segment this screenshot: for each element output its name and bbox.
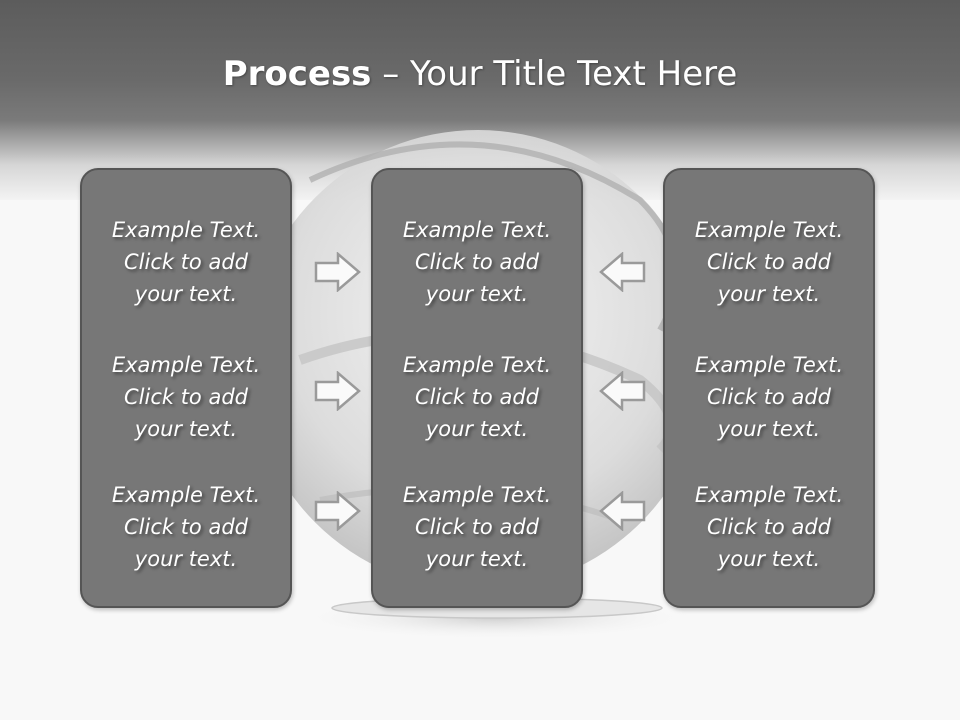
text-placeholder[interactable]: Example Text. Click to add your text.	[665, 349, 873, 445]
text-line: Click to add	[706, 515, 831, 539]
right-arrow-icon	[314, 491, 361, 531]
text-line: your text.	[717, 417, 821, 441]
text-line: Example Text.	[111, 218, 261, 242]
text-placeholder[interactable]: Example Text. Click to add your text.	[373, 479, 581, 575]
text-line: Click to add	[414, 385, 539, 409]
text-line: your text.	[134, 417, 238, 441]
text-line: Click to add	[123, 515, 248, 539]
left-arrow-icon	[599, 252, 646, 292]
text-placeholder[interactable]: Example Text. Click to add your text.	[373, 349, 581, 445]
text-line: Click to add	[123, 250, 248, 274]
text-line: your text.	[717, 282, 821, 306]
text-line: Click to add	[706, 250, 831, 274]
right-panel[interactable]: Example Text. Click to add your text. Ex…	[663, 168, 875, 608]
text-line: your text.	[134, 547, 238, 571]
right-arrow-icon	[314, 252, 361, 292]
text-line: Example Text.	[694, 353, 844, 377]
text-placeholder[interactable]: Example Text. Click to add your text.	[82, 349, 290, 445]
text-line: your text.	[717, 547, 821, 571]
text-line: Example Text.	[402, 218, 552, 242]
text-line: Example Text.	[111, 353, 261, 377]
text-line: your text.	[425, 417, 529, 441]
text-line: your text.	[134, 282, 238, 306]
text-line: Example Text.	[694, 218, 844, 242]
text-line: Example Text.	[402, 483, 552, 507]
text-line: Example Text.	[694, 483, 844, 507]
text-line: your text.	[425, 282, 529, 306]
left-panel[interactable]: Example Text. Click to add your text. Ex…	[80, 168, 292, 608]
text-placeholder[interactable]: Example Text. Click to add your text.	[665, 479, 873, 575]
text-line: Click to add	[123, 385, 248, 409]
title-rest-part: – Your Title Text Here	[371, 54, 738, 94]
left-arrow-icon	[599, 371, 646, 411]
text-line: Click to add	[706, 385, 831, 409]
text-placeholder[interactable]: Example Text. Click to add your text.	[82, 479, 290, 575]
slide-title[interactable]: Process – Your Title Text Here	[0, 52, 960, 96]
left-arrow-icon	[599, 491, 646, 531]
text-line: your text.	[425, 547, 529, 571]
text-placeholder[interactable]: Example Text. Click to add your text.	[82, 214, 290, 310]
right-arrow-icon	[314, 371, 361, 411]
title-bold-part: Process	[222, 54, 372, 94]
text-placeholder[interactable]: Example Text. Click to add your text.	[373, 214, 581, 310]
text-placeholder[interactable]: Example Text. Click to add your text.	[665, 214, 873, 310]
text-line: Example Text.	[402, 353, 552, 377]
text-line: Example Text.	[111, 483, 261, 507]
text-line: Click to add	[414, 250, 539, 274]
text-line: Click to add	[414, 515, 539, 539]
center-panel[interactable]: Example Text. Click to add your text. Ex…	[371, 168, 583, 608]
